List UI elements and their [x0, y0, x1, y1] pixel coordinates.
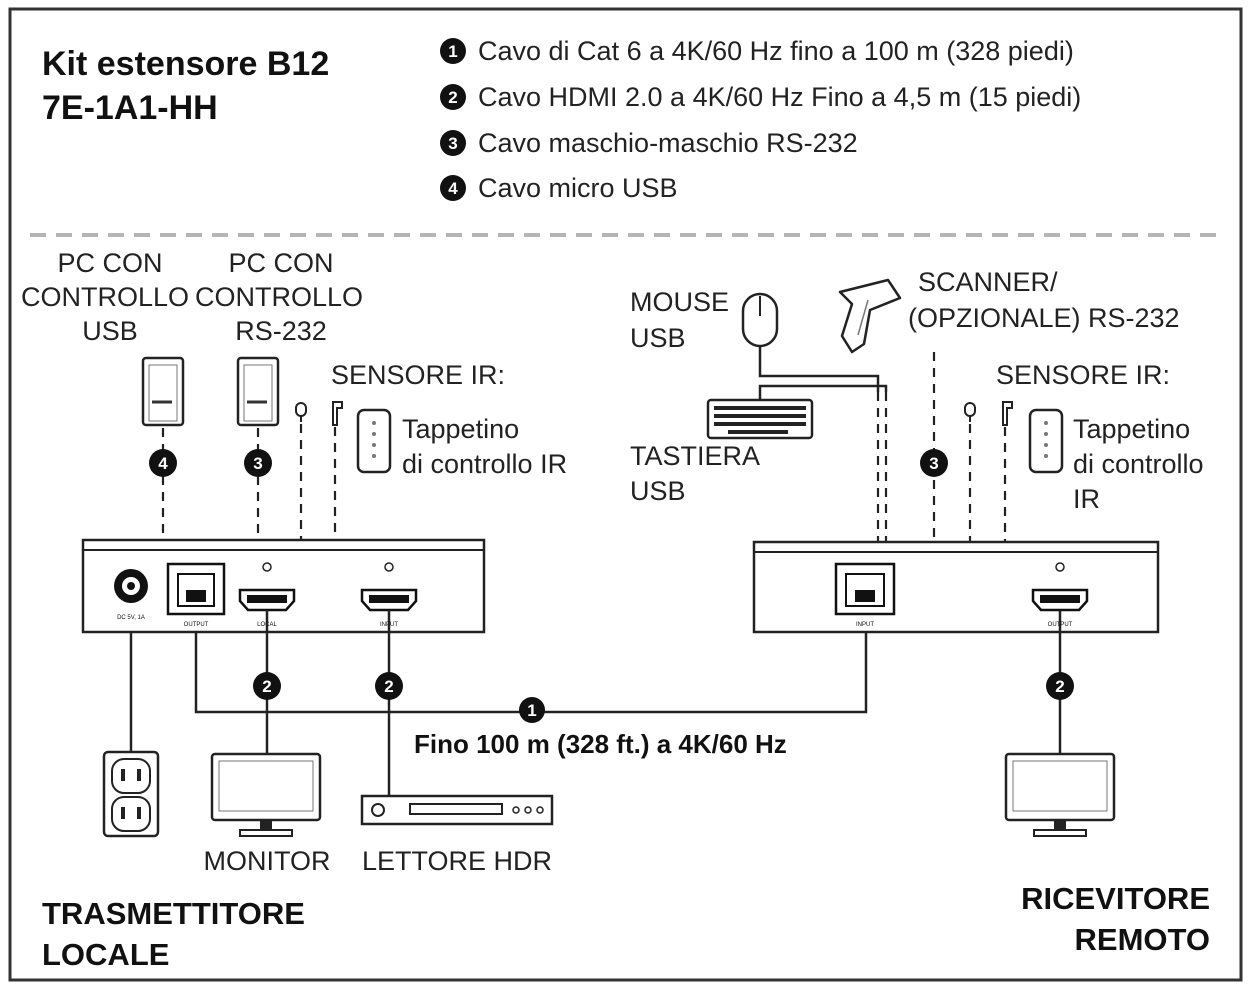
legend-text: Cavo di Cat 6 a 4K/60 Hz fino a 100 m (3…: [478, 36, 1074, 66]
transmitter-label-1: TRASMETTITORE: [42, 896, 305, 931]
badge-number: 1: [527, 701, 536, 720]
hdmi-input-port: [360, 588, 418, 612]
legend-item-2: 2 Cavo HDMI 2.0 a 4K/60 Hz Fino a 4,5 m …: [440, 82, 1081, 112]
legend-item-1: 1 Cavo di Cat 6 a 4K/60 Hz fino a 100 m …: [440, 36, 1074, 66]
legend-item-3: 3 Cavo maschio-maschio RS-232: [440, 128, 858, 158]
badge-number: 1: [448, 42, 457, 61]
transmitter-box: [81, 538, 486, 634]
title-line1: Kit estensore B12: [42, 45, 329, 83]
cable-badge-1: 1: [519, 697, 545, 723]
power-port-icon: [114, 569, 148, 603]
hdr-player-icon: [360, 794, 554, 826]
badge-number: 3: [253, 454, 262, 473]
hdr-player-label: LETTORE HDR: [362, 846, 552, 876]
pc-usb-label-2: CONTROLLO: [21, 282, 189, 312]
legend: 1 Cavo di Cat 6 a 4K/60 Hz fino a 100 m …: [440, 36, 1081, 203]
output-port-label: OUTPUT: [184, 622, 209, 628]
cable-badge-4: 4: [149, 449, 177, 477]
mouse-cable-line: [758, 346, 880, 392]
cable-badge-3: 3: [920, 449, 948, 477]
monitor-icon: [1004, 752, 1116, 837]
number-1-badge: [440, 38, 466, 64]
keyboard-label-1: TASTIERA: [630, 441, 760, 471]
cable-badge-2: 2: [1046, 672, 1074, 700]
pc-rs232-label-3: RS-232: [235, 316, 327, 346]
power-port-label: DC 5V, 1A: [117, 615, 145, 621]
badge-number: 2: [448, 88, 457, 107]
badge-number: 2: [1055, 677, 1064, 696]
keyboard-icon: [706, 398, 814, 440]
ir-control-pad-icon: [1028, 408, 1064, 474]
legend-text: Cavo maschio-maschio RS-232: [478, 128, 858, 158]
ir-pad-label-1: Tappetino: [402, 414, 519, 444]
badge-number: 2: [262, 677, 271, 696]
led-indicator: [262, 562, 272, 572]
ir-pad-label-right-2: di controllo: [1073, 449, 1204, 479]
mouse-icon: [741, 292, 779, 348]
number-2-badge: [440, 84, 466, 110]
title-line2: 7E-1A1-HH: [42, 89, 218, 127]
ir-blaster-icon: [332, 401, 343, 426]
cable-badge-2: 2: [375, 672, 403, 700]
ir-sensor-label-right: SENSORE IR:: [996, 360, 1170, 390]
pc-usb-label-3: USB: [82, 316, 138, 346]
ir-pad-label-2: di controllo IR: [402, 449, 567, 479]
cable-badge-2: 2: [253, 672, 281, 700]
badge-number: 3: [929, 454, 938, 473]
badge-number: 4: [158, 454, 168, 473]
badge-number: 4: [448, 179, 458, 198]
led-indicator: [384, 562, 394, 572]
pc-rs232-label-1: PC CON: [228, 248, 333, 278]
number-3-badge: [440, 130, 466, 156]
cable-distance-label: Fino 100 m (328 ft.) a 4K/60 Hz: [414, 729, 787, 759]
ir-control-pad-icon: [356, 408, 392, 474]
pc-rs232-label-2: CONTROLLO: [195, 282, 363, 312]
hdmi-output-port: [1031, 588, 1089, 612]
rj45-input-port: [834, 562, 896, 616]
receiver-label-1: RICEVITORE: [1021, 881, 1210, 916]
legend-text: Cavo HDMI 2.0 a 4K/60 Hz Fino a 4,5 m (1…: [478, 82, 1081, 112]
ir-pad-label-right-3: IR: [1073, 484, 1100, 514]
ir-receiver-icon: [295, 402, 307, 422]
ir-pad-label-right-1: Tappetino: [1073, 414, 1190, 444]
led-indicator: [1055, 562, 1065, 572]
legend-item-4: 4 Cavo micro USB: [440, 173, 678, 203]
mouse-label-1: MOUSE: [630, 287, 729, 317]
number-4-badge: [440, 175, 466, 201]
barcode-scanner-icon: [838, 278, 902, 354]
power-outlet-icon: [102, 750, 160, 838]
input-port-label-right: INPUT: [856, 622, 874, 628]
keyboard-label-2: USB: [630, 476, 686, 506]
receiver-box: [752, 540, 1160, 634]
scanner-label-1: SCANNER/: [918, 267, 1058, 297]
monitor-icon: [210, 752, 322, 837]
monitor-label: MONITOR: [204, 846, 331, 876]
cable-badge-3: 3: [244, 449, 272, 477]
badge-number: 3: [448, 134, 457, 153]
outer-frame: [8, 7, 1243, 982]
transmitter-label-2: LOCALE: [42, 937, 169, 972]
receiver-label-2: REMOTO: [1075, 922, 1211, 957]
pc-tower-icon: [141, 356, 185, 427]
pc-usb-label-1: PC CON: [57, 248, 162, 278]
keyboard-cable-line: [758, 384, 888, 400]
scanner-label-2: (OPZIONALE) RS-232: [908, 303, 1180, 333]
ir-receiver-icon: [964, 402, 976, 422]
mouse-label-2: USB: [630, 323, 686, 353]
ir-blaster-icon: [1002, 401, 1013, 426]
legend-text: Cavo micro USB: [478, 173, 678, 203]
badge-number: 2: [384, 677, 393, 696]
ir-sensor-label: SENSORE IR:: [331, 360, 505, 390]
pc-tower-icon: [236, 356, 280, 427]
hdmi-local-port: [238, 588, 296, 612]
rj45-output-port: [166, 562, 226, 616]
